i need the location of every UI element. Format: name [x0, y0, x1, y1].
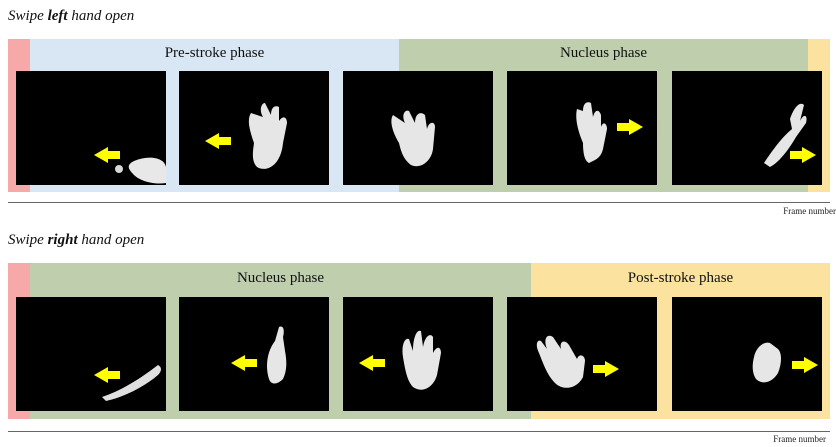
depth-frame — [672, 71, 822, 185]
hand-shape — [267, 326, 287, 384]
depth-frame — [672, 297, 822, 411]
hand-shape — [536, 335, 585, 388]
axis-label-frame-number: Frame number — [773, 434, 826, 444]
swipe-arrow-right — [792, 357, 818, 373]
depth-frame — [179, 297, 329, 411]
hand-shape — [402, 330, 441, 390]
depth-frame — [343, 71, 493, 185]
depth-frame — [179, 71, 329, 185]
depth-frame — [16, 297, 166, 411]
hand-shape — [102, 365, 161, 401]
swipe-arrow-left — [94, 147, 120, 163]
phase-label-post-stroke: Post-stroke phase — [627, 270, 734, 286]
depth-frame — [507, 297, 657, 411]
section-title-swipe-left: Swipe left hand open — [8, 8, 135, 24]
phase-label-pre-stroke: Pre-stroke phase — [164, 45, 265, 61]
swipe-arrow-right — [617, 119, 643, 135]
swipe-arrow-left — [231, 355, 257, 371]
hand-shape — [248, 103, 287, 169]
hand-shape — [576, 102, 607, 163]
timeline-axis — [8, 431, 830, 432]
phase-label-nucleus: Nucleus phase — [559, 45, 648, 61]
phase-label-nucleus: Nucleus phase — [236, 270, 325, 286]
swipe-arrow-right — [790, 147, 816, 163]
hand-shape — [128, 157, 166, 184]
depth-frame — [16, 71, 166, 185]
section-title-swipe-right: Swipe right hand open — [8, 232, 145, 248]
hand-shape — [391, 110, 435, 167]
swipe-arrow-right — [593, 361, 619, 377]
depth-frame — [507, 71, 657, 185]
swipe-arrow-left — [94, 367, 120, 383]
hand-shape — [752, 342, 781, 383]
axis-label-frame-number: Frame number — [783, 206, 836, 216]
hand-shape — [764, 103, 807, 167]
swipe-arrow-left — [205, 133, 231, 149]
hand-shape — [115, 165, 123, 173]
timeline-axis — [8, 202, 830, 203]
swipe-arrow-left — [359, 355, 385, 371]
depth-frame — [343, 297, 493, 411]
